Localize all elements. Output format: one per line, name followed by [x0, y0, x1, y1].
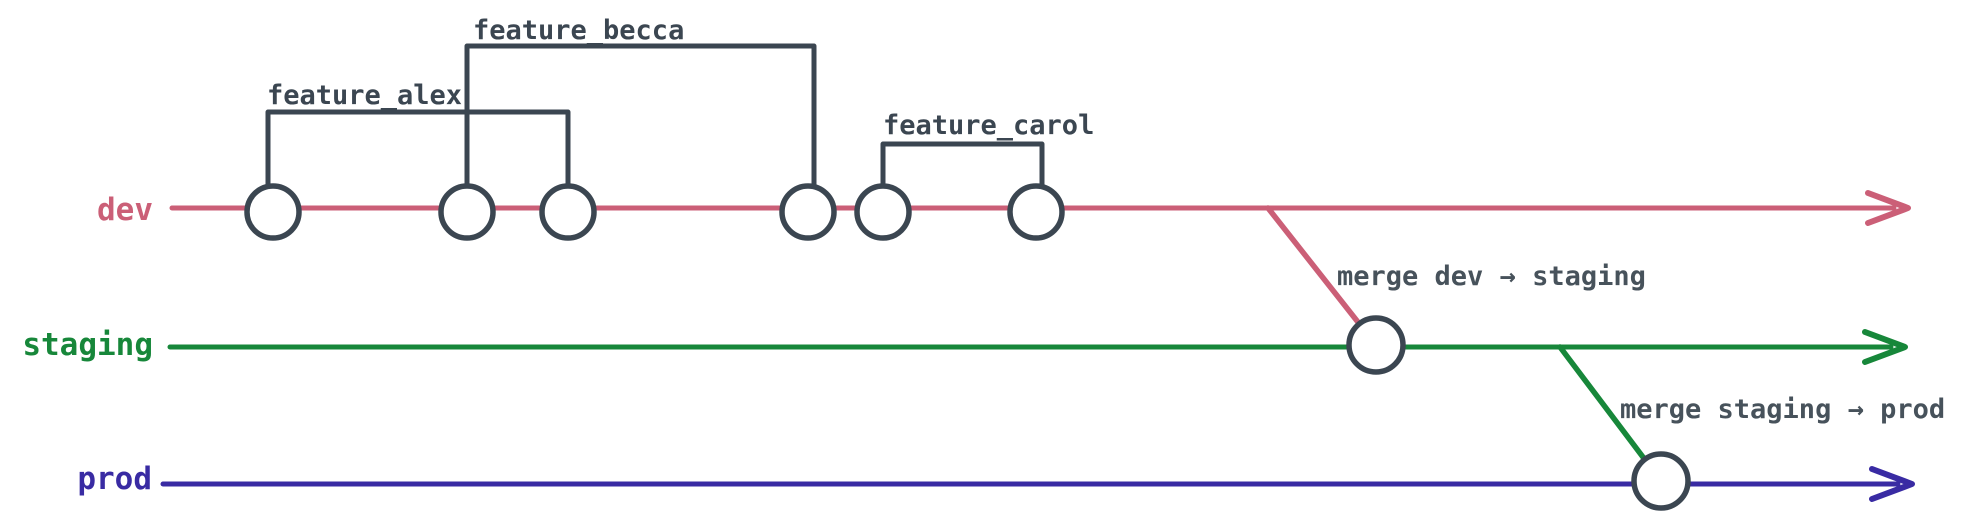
feature-branch-label-feature-alex: feature_alex [267, 80, 462, 111]
feature-branch-label-feature-carol: feature_carol [883, 110, 1094, 141]
branch-label-prod: prod [77, 461, 152, 497]
feature-bracket-feature-alex [265, 109, 571, 215]
merge-label-staging-to-prod: merge staging → prod [1620, 394, 1945, 425]
commit-node-dev-6 [1007, 183, 1065, 241]
merge-label-dev-to-staging: merge dev → staging [1337, 261, 1646, 292]
feature-bracket-feature-becca [464, 43, 817, 215]
commit-node-dev-5 [854, 183, 912, 241]
arrowhead-icon-dev [1865, 190, 1911, 226]
commit-node-dev-1 [244, 183, 302, 241]
feature-branch-label-feature-becca: feature_becca [473, 15, 684, 46]
arrowhead-icon-prod [1869, 466, 1915, 502]
branch-label-staging: staging [22, 327, 153, 363]
commit-node-dev-4 [779, 183, 837, 241]
arrowhead-icon-staging [1862, 329, 1908, 365]
branch-label-dev: dev [97, 192, 153, 228]
commit-node-dev-2 [438, 183, 496, 241]
merge-commit-node-prod [1631, 451, 1691, 511]
commit-node-dev-3 [539, 183, 597, 241]
merge-commit-node-staging [1346, 315, 1406, 375]
feature-bracket-feature-carol [880, 141, 1045, 215]
